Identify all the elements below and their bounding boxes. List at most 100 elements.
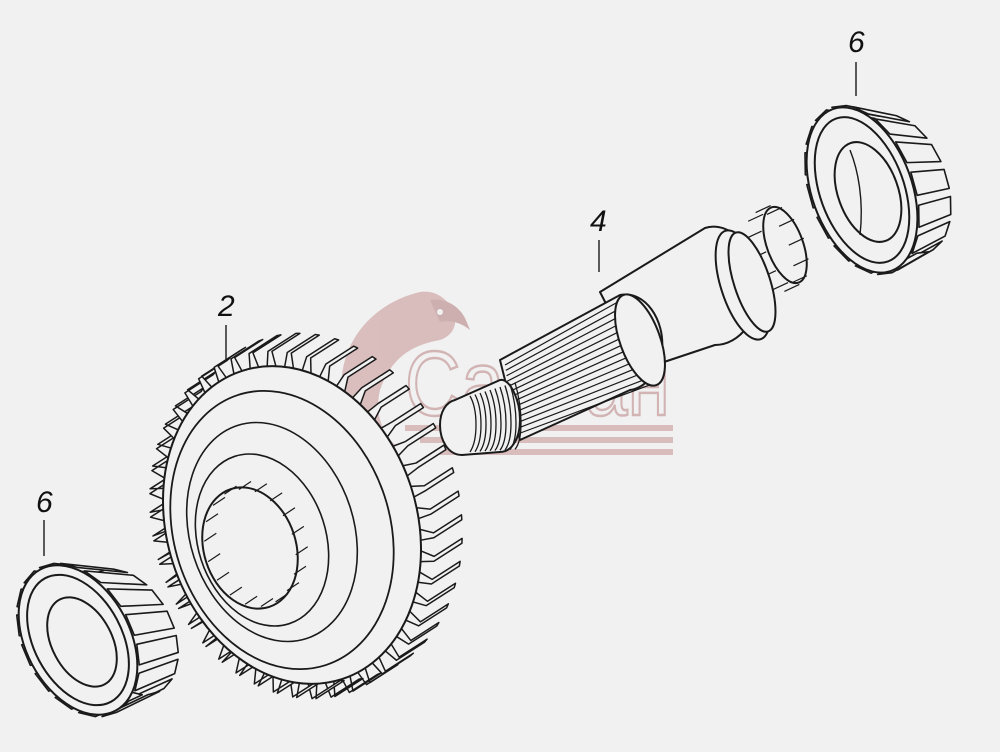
bearing-roller (106, 588, 164, 608)
spline-groove (507, 323, 635, 388)
gear-tooth (184, 370, 217, 407)
bore-spline-line (293, 565, 307, 575)
bore-spline-line (286, 582, 300, 592)
gear-tooth (213, 346, 247, 383)
thread-ridge (474, 394, 482, 453)
bore-spline-line (204, 532, 217, 542)
pinion-tooth (747, 213, 764, 222)
callout-label-6-bottom: 6 (36, 486, 53, 519)
bore-spline-line (207, 553, 221, 563)
spline-groove (514, 375, 653, 431)
bore-spline-line (244, 595, 258, 605)
gear-tooth (417, 560, 461, 585)
thread-ridge (504, 385, 512, 451)
thread-ridge (499, 386, 507, 451)
spline-groove (511, 356, 647, 415)
gear-tooth (197, 357, 231, 394)
thread-ridge (509, 383, 517, 451)
bearing-roller (910, 168, 951, 197)
thread-ridge (469, 395, 477, 453)
gear-tooth (301, 337, 340, 374)
gear-tooth (416, 490, 460, 520)
spline-groove (514, 382, 656, 436)
gear-tooth (392, 422, 437, 457)
leader-lines (43, 62, 857, 556)
falcon-logo-icon (341, 291, 470, 445)
bore-spline-line (216, 571, 230, 581)
bearing-roller (911, 220, 951, 255)
pinion-tooth (793, 258, 809, 267)
bore-spline-line (224, 485, 237, 495)
bearing-roller (874, 118, 928, 139)
gear-tooth (335, 355, 377, 392)
thread-ridge (514, 382, 522, 450)
gear-tooth (324, 677, 364, 698)
tapered-bearing-top (804, 104, 952, 276)
bearing-roller (917, 195, 952, 229)
spline-groove (504, 297, 626, 366)
gear-tooth (420, 537, 463, 563)
thread-ridge (484, 391, 492, 452)
bore-spline-line (260, 598, 274, 608)
callout-label-2: 2 (218, 290, 235, 323)
pinion-tooth (755, 204, 771, 214)
shaft-pinion (746, 204, 809, 293)
spline-end-face (614, 293, 666, 387)
pinion-tooth (766, 206, 783, 215)
gear-tooth (402, 444, 447, 477)
bearing-roller (83, 570, 148, 586)
callout-label-6-top: 6 (848, 26, 865, 59)
gear-tooth (410, 466, 455, 498)
spline-groove (508, 330, 637, 393)
gear-tooth (266, 332, 301, 367)
bore-spline-line (254, 483, 268, 493)
callout-label-4: 4 (590, 205, 607, 238)
gear-tooth (283, 333, 321, 369)
bearing-roller (852, 105, 911, 123)
bearing-roller (124, 610, 175, 637)
gear-tooth (307, 679, 345, 700)
shaft-part (439, 204, 809, 456)
bearing-roller (59, 562, 129, 574)
gear-tooth (384, 638, 428, 662)
pinion-tooth (788, 237, 805, 246)
spline-groove (510, 343, 642, 404)
helical-gear (149, 332, 463, 700)
thread-ridge (494, 388, 502, 451)
gear-tooth (367, 384, 410, 421)
pinion-tooth (746, 230, 762, 239)
gear-tooth (380, 402, 425, 438)
bore-spline-line (238, 480, 252, 490)
spline-groove (509, 336, 640, 398)
thread-ridge (489, 389, 497, 452)
bearing-roller (135, 634, 180, 666)
spline-groove (512, 362, 649, 420)
gear-tooth (396, 621, 440, 645)
bore-spline-line (269, 492, 283, 502)
spline-groove (513, 369, 651, 425)
bearing-roller (134, 658, 179, 692)
gear-bore-splines (204, 480, 308, 608)
pinion-tooth (772, 282, 789, 291)
bore-spline-line (229, 586, 243, 596)
pinion-tooth (791, 275, 808, 284)
gear-tooth (419, 514, 463, 541)
bore-spline-line (295, 546, 308, 556)
pinion-tooth (784, 283, 800, 293)
bearing-roller (894, 141, 942, 164)
spline-groove (505, 304, 628, 371)
shaft-thread (469, 382, 522, 453)
gear-tooth (172, 387, 205, 422)
bore-spline-line (275, 593, 288, 603)
bore-spline-line (291, 525, 305, 535)
spline-groove (510, 349, 644, 409)
gear-tooth (405, 603, 450, 627)
shaft-spline (499, 293, 666, 441)
gear-tooth (352, 369, 395, 405)
gear-tooth (341, 672, 382, 694)
bore-spline-line (282, 507, 296, 517)
gear-tooth (230, 338, 264, 375)
tapered-bearing-bottom (15, 562, 180, 718)
spline-groove (506, 310, 630, 377)
